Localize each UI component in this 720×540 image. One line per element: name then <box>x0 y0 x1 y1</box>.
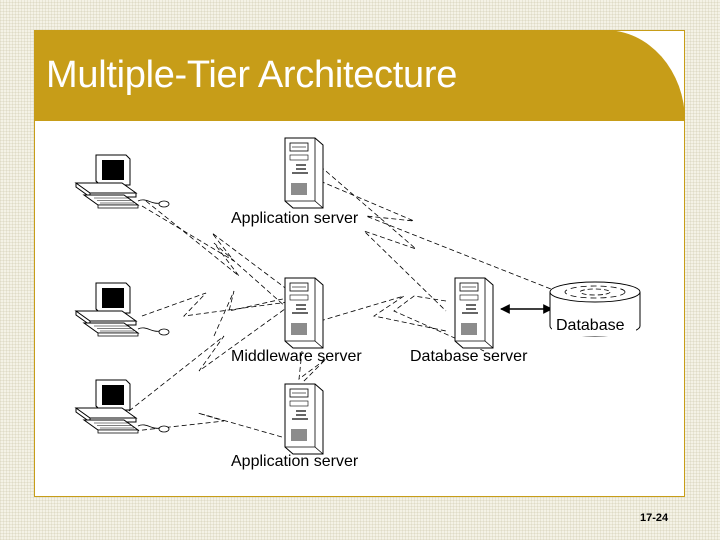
link-client1-appserver <box>141 205 297 297</box>
slide-number: 17-24 <box>640 512 669 524</box>
link-middleware-appserver2 <box>213 290 297 337</box>
database-server-label: Database server <box>410 348 528 365</box>
middleware-server-icon <box>284 277 324 349</box>
architecture-diagram: Application server Middleware server Dat… <box>75 137 641 470</box>
link-appserver-dbserver <box>319 165 447 312</box>
client-computer-icon <box>75 282 170 337</box>
database-server-icon <box>454 277 494 349</box>
middleware-server-label: Middleware server <box>231 348 362 365</box>
link-dbserver-database <box>393 295 485 352</box>
link-client3-appserver <box>133 412 297 442</box>
slide-title: Multiple-Tier Architecture <box>46 54 458 96</box>
title-bar <box>34 30 685 121</box>
link-client1-middleware <box>145 200 297 317</box>
application-server-bottom-icon <box>284 383 324 455</box>
link-middleware-appserver-bottom <box>298 350 327 384</box>
client-computer-icon <box>75 154 170 209</box>
link-middleware-dbserver <box>319 295 447 332</box>
app-server-bottom-label: Application server <box>231 453 359 470</box>
link-appserver-database <box>319 180 557 292</box>
link-middleware-client2 <box>141 292 297 317</box>
app-server-top-label: Application server <box>231 210 359 227</box>
link-client3-middleware <box>128 300 297 412</box>
network-links <box>128 165 557 442</box>
database-label: Database <box>556 317 625 334</box>
client-computer-icon <box>75 379 170 434</box>
application-server-top-icon <box>284 137 324 209</box>
